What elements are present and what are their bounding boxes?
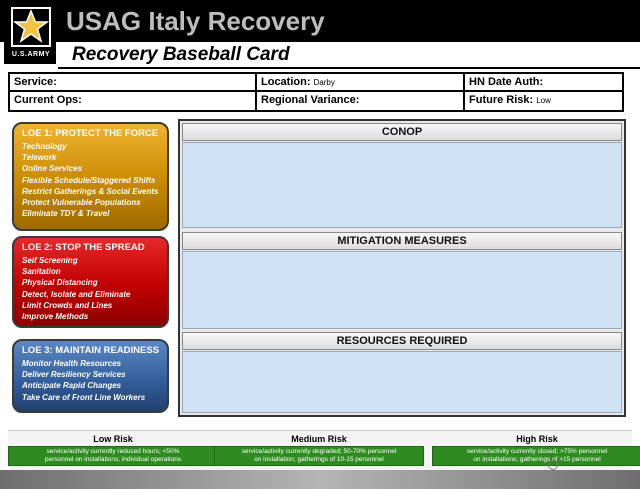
footer-strip [0,470,640,489]
conop-body[interactable] [182,142,622,228]
info-table: Service: Location:Darby HN Date Auth: Cu… [8,72,624,112]
circle-icon [548,460,558,470]
future-risk-cell[interactable]: Future Risk:Low [465,92,622,110]
loe-1-item: Protect Vulnerable Populations [22,198,141,208]
current-ops-cell[interactable]: Current Ops: [10,92,257,110]
hn-date-label: HN Date Auth: [469,76,544,88]
service-cell[interactable]: Service: [10,74,257,92]
loe-2-item: Limit Crowds and Lines [22,300,113,310]
loe-3-item: Deliver Resiliency Services [22,370,126,380]
conop-header: CONOP [182,123,622,141]
loe-3-title: LOE 3: MAINTAIN READINESS [22,345,160,356]
loe-2-item: Improve Methods [22,312,89,322]
loe-2-item: Sanitation [22,267,61,277]
medium-risk-label: Medium Risk [291,434,347,444]
right-panel: CONOP MITIGATION MEASURES RESOURCES REQU… [178,119,626,417]
service-label: Service: [14,76,57,88]
high-risk-label: High Risk [516,434,558,444]
loe-1-item: Online Services [22,164,83,174]
high-risk-line: on installations; gatherings of >15 pers… [473,456,601,463]
low-risk-line: personnel on installations; individual o… [44,456,182,463]
future-risk-value: Low [536,96,551,105]
page-subtitle: Recovery Baseball Card [72,44,290,65]
loe-1-item: Restrict Gatherings & Social Events [22,186,159,196]
loe-1-item: Eliminate TDY & Travel [22,209,110,219]
loe-1-item: Flexible Schedule/Staggered Shifts [22,175,156,185]
resources-header: RESOURCES REQUIRED [182,332,622,350]
high-risk: High Risk service/activity currently clo… [432,434,640,466]
future-risk-label: Future Risk: [469,94,534,106]
loe-1-item: Telework [22,153,57,163]
mitigation-body[interactable] [182,251,622,329]
low-risk-label: Low Risk [93,434,133,444]
medium-risk-line: service/activity currently degraded; 50-… [241,448,397,455]
loe-2-box: LOE 2: STOP THE SPREAD Self Screening Sa… [12,236,169,328]
star-icon [11,7,51,47]
location-label: Location: [261,76,311,88]
regional-variance-cell[interactable]: Regional Variance: [257,92,465,110]
mitigation-header: MITIGATION MEASURES [182,232,622,250]
low-risk: Low Risk service/activity currently redu… [8,434,218,466]
low-risk-description: service/activity currently reduced hours… [8,446,218,466]
loe-3-item: Monitor Health Resources [22,359,122,368]
page-title: USAG Italy Recovery [66,6,325,36]
high-risk-line: service/activity currently closed; >75% … [466,448,608,455]
medium-risk-description: service/activity currently degraded; 50-… [214,446,424,466]
loe-1-item: Technology [22,142,67,151]
loe-3-item: Anticipate Rapid Changes [22,381,122,391]
loe-1-box: LOE 1: PROTECT THE FORCE Technology Tele… [12,122,169,231]
loe-2-item: Physical Distancing [22,278,98,288]
hn-date-cell[interactable]: HN Date Auth: [465,74,622,92]
medium-risk: Medium Risk service/activity currently d… [214,434,424,466]
loe-3-box: LOE 3: MAINTAIN READINESS Monitor Health… [12,339,169,413]
current-ops-label: Current Ops: [14,94,82,106]
loe-1-title: LOE 1: PROTECT THE FORCE [22,128,159,139]
location-value: Darby [313,78,335,87]
title-divider [58,67,640,69]
loe-2-title: LOE 2: STOP THE SPREAD [22,242,145,253]
location-cell[interactable]: Location:Darby [257,74,465,92]
us-army-logo: U.S.ARMY [4,2,56,64]
high-risk-description: service/activity currently closed; >75% … [432,446,640,466]
loe-3-item: Take Care of Front Line Workers [22,392,146,402]
header-bar [0,0,640,42]
medium-risk-line: on installation; gatherings of 10-15 per… [254,456,384,463]
loe-2-item: Detect, Isolate and Eliminate [22,289,131,299]
risk-legend: Low Risk service/activity currently redu… [8,430,640,470]
loe-2-item: Self Screening [22,256,78,265]
regional-variance-label: Regional Variance: [261,94,360,106]
low-risk-line: service/activity currently reduced hours… [46,448,180,455]
resources-body[interactable] [182,351,622,413]
logo-text: U.S.ARMY [11,51,51,58]
